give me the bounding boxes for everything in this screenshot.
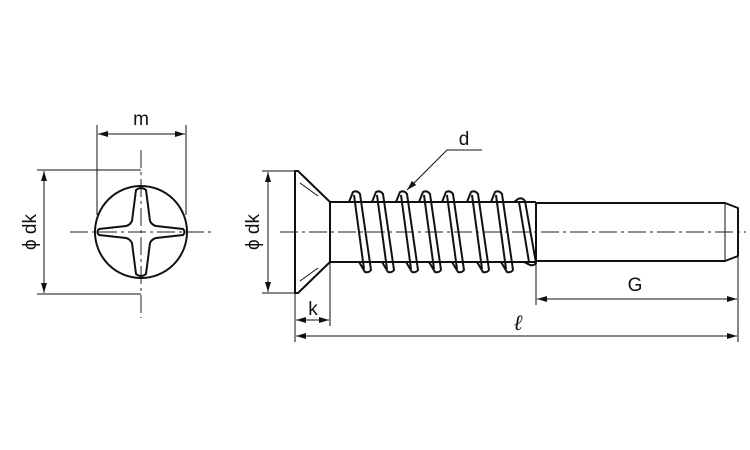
thread-crest [395,190,419,274]
m-label: m [133,109,149,130]
d-label: d [459,129,470,150]
thread-crest [466,190,490,274]
plain-shank [536,202,739,262]
head-outline [94,185,188,279]
length-label: ℓ [513,310,523,335]
thread-crest [371,190,395,274]
thread-crest [490,190,514,274]
phillips-recess-icon [96,187,186,277]
dk-label-side-view: ϕ dk [243,214,264,250]
head-top-view: m ϕ dk [20,109,215,318]
head-recess-line [299,267,319,282]
k-label: k [308,299,318,320]
screw-side-view: ϕ dk k G ℓ d [243,129,746,342]
thread-crest [348,190,372,274]
thread-crests [348,190,537,274]
dk-label-head-view: ϕ dk [20,214,41,250]
G-label: G [628,275,643,296]
thread-crest [441,190,465,274]
thread-crest [418,190,442,274]
d-leader-line [406,149,482,191]
thread-crest [513,197,537,267]
head-recess-line [299,182,319,197]
